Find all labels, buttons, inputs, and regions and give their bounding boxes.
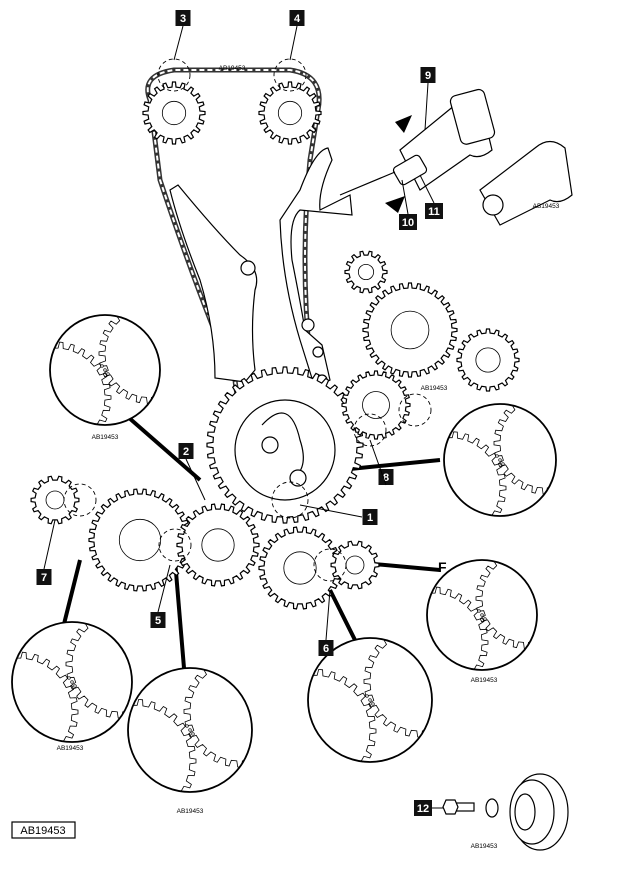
callout-number: 11 — [428, 206, 440, 218]
callout-number: 9 — [425, 70, 431, 82]
idler-gear-right — [456, 328, 520, 392]
callout-7: 7 — [36, 569, 52, 585]
ref-tensioner: AB19453 — [533, 203, 560, 210]
callout-4: 4 — [289, 10, 305, 26]
camshaft-sprocket-right — [258, 81, 322, 145]
detail-view-f — [426, 559, 538, 671]
ref-detail-upper-left: AB19453 — [92, 434, 119, 441]
arrow-down-icon — [385, 196, 405, 213]
figure-ref-box — [11, 821, 76, 839]
callout-number: 7 — [41, 572, 47, 584]
ref-top-chain: AB19453 — [219, 65, 246, 72]
chain-guide-left — [169, 184, 258, 383]
timing-mark-circle — [353, 413, 387, 447]
callout-number: 6 — [323, 643, 329, 655]
idler-gear-lower — [341, 370, 411, 440]
arrow-up-icon — [395, 115, 412, 133]
callout-number: 8 — [383, 472, 389, 484]
camshaft-sprocket-left — [142, 81, 206, 145]
callout-9: 9 — [420, 67, 436, 83]
balancer-gear-large — [88, 488, 192, 592]
callout-6: 6 — [318, 640, 334, 656]
ref-right-gears: AB19453 — [421, 385, 448, 392]
callout-5: 5 — [150, 612, 166, 628]
callout-12: 12 — [414, 800, 432, 816]
oil-pump-gear — [258, 526, 342, 610]
timing-mark-circle — [313, 548, 347, 582]
timing-mark-circle — [157, 58, 191, 92]
ref-detail-f: AB19453 — [471, 677, 498, 684]
callout-number: 1 — [367, 512, 373, 524]
callout-10: 10 — [399, 214, 417, 230]
detail-letter-f: F — [438, 559, 447, 575]
callout-number: 4 — [294, 13, 301, 25]
timing-mark-circle — [63, 483, 97, 517]
timing-mark-circle — [273, 58, 307, 92]
chain-tensioner — [339, 88, 573, 226]
callout-3: 3 — [175, 10, 191, 26]
figure-ref: AB19453 — [20, 825, 65, 837]
timing-mark-circle — [158, 528, 192, 562]
pulley-bolt — [442, 799, 475, 815]
detail-view-5 — [127, 667, 253, 793]
crankshaft-pulley — [509, 773, 569, 851]
gear-6 — [330, 540, 380, 590]
callout-number: 2 — [183, 446, 189, 458]
chain-tensioner-arm — [279, 147, 353, 389]
washer — [485, 798, 499, 818]
gear-7 — [30, 475, 80, 525]
detail-view-upper-left — [49, 314, 161, 426]
timing-mark-circle — [398, 393, 432, 427]
ref-detail-7: AB19453 — [57, 745, 84, 752]
detail-view-8 — [443, 403, 557, 517]
callout-number: 3 — [180, 13, 186, 25]
detail-leader — [173, 559, 187, 681]
detail-view-6 — [307, 637, 433, 763]
ref-pulley: AB19453 — [471, 843, 498, 850]
callout-number: 10 — [402, 217, 414, 229]
ref-detail-5: AB19453 — [177, 808, 204, 815]
callout-1: 1 — [362, 509, 378, 525]
callout-2: 2 — [178, 443, 194, 459]
callout-number: 12 — [417, 803, 429, 815]
idler-gear-small — [344, 250, 388, 294]
callout-number: 5 — [155, 615, 161, 627]
idler-gear-large — [362, 282, 458, 378]
balancer-gear-2 — [176, 503, 260, 587]
detail-view-7 — [11, 621, 133, 743]
detail-leader — [118, 408, 202, 482]
callout-11: 11 — [425, 203, 443, 219]
